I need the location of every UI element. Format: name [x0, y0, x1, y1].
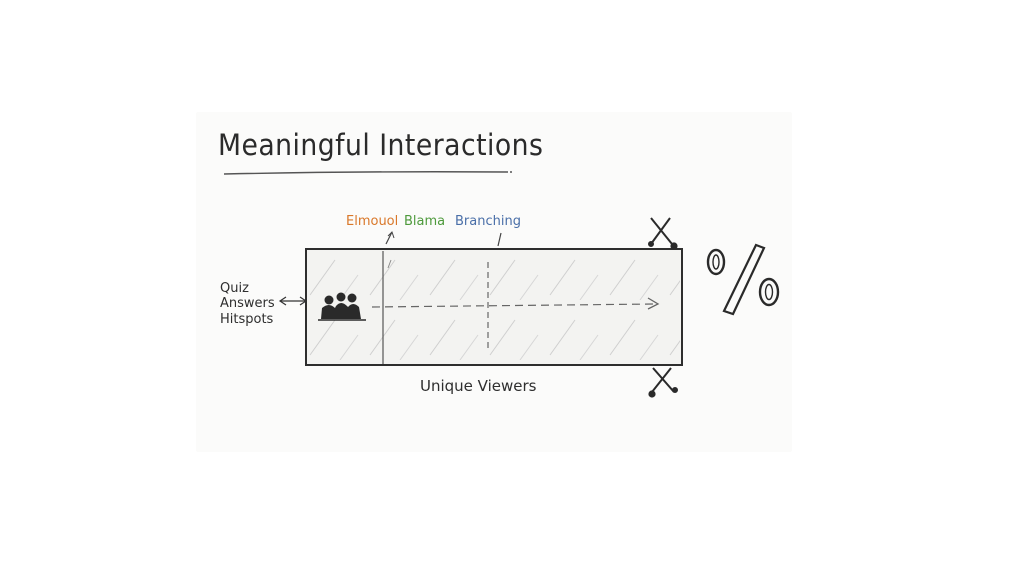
percent-sign-icon — [706, 243, 780, 316]
dashed-arrow-line — [371, 303, 657, 308]
side-arrow-head-left — [278, 296, 287, 306]
tag-tick-branching — [497, 232, 502, 247]
label-answers: Answers — [220, 296, 275, 311]
label-green: Blama — [404, 214, 446, 229]
label-unique-viewers: Unique Viewers — [420, 377, 537, 395]
bar-hatching — [308, 251, 680, 363]
label-orange: Elmouol — [346, 214, 399, 229]
x-mark-top — [648, 217, 678, 250]
label-hitspots: Hitspots — [220, 312, 274, 327]
tag-arrow-orange-head — [387, 231, 395, 239]
diagram-title: Meaningful Interactions — [218, 128, 544, 162]
people-group-icon — [318, 292, 366, 321]
x-mark-bottom — [648, 367, 678, 398]
dashed-arrow-head — [647, 297, 660, 310]
label-branching: Branching — [455, 214, 521, 229]
label-quiz: Quiz — [220, 281, 249, 296]
title-underline — [223, 171, 509, 175]
tag-tick-orange — [387, 259, 392, 269]
tag-arrow-orange — [385, 231, 393, 245]
underline-dot — [510, 171, 512, 173]
side-arrow-head-right — [299, 296, 308, 306]
